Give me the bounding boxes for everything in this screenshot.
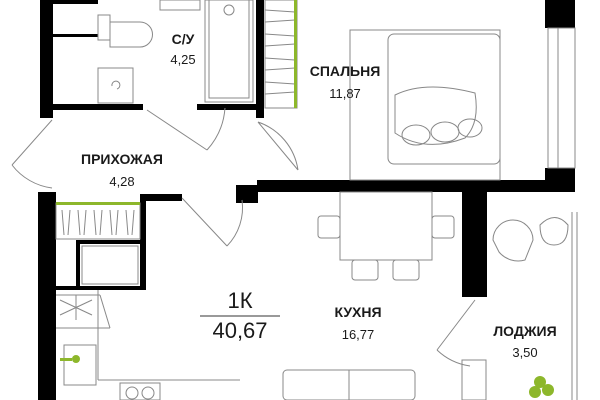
walls — [38, 0, 575, 400]
room-name-bedroom: СПАЛЬНЯ — [309, 63, 381, 79]
room-area-bathroom: 4,25 — [170, 52, 196, 67]
room-area-loggia: 3,50 — [512, 345, 538, 360]
room-name-loggia: ЛОДЖИЯ — [493, 323, 557, 339]
accent-details — [56, 0, 554, 398]
apartment-total-area: 40,67 — [212, 318, 268, 343]
room-name-hallway: ПРИХОЖАЯ — [81, 151, 163, 167]
room-name-kitchen: КУХНЯ — [334, 304, 382, 320]
room-area-bedroom: 11,87 — [329, 86, 361, 101]
apartment-type: 1К — [227, 288, 253, 313]
fixtures — [11, 0, 578, 400]
room-name-bathroom: С/У — [171, 31, 195, 47]
room-area-hallway: 4,28 — [109, 174, 135, 189]
room-area-kitchen: 16,77 — [341, 327, 375, 342]
